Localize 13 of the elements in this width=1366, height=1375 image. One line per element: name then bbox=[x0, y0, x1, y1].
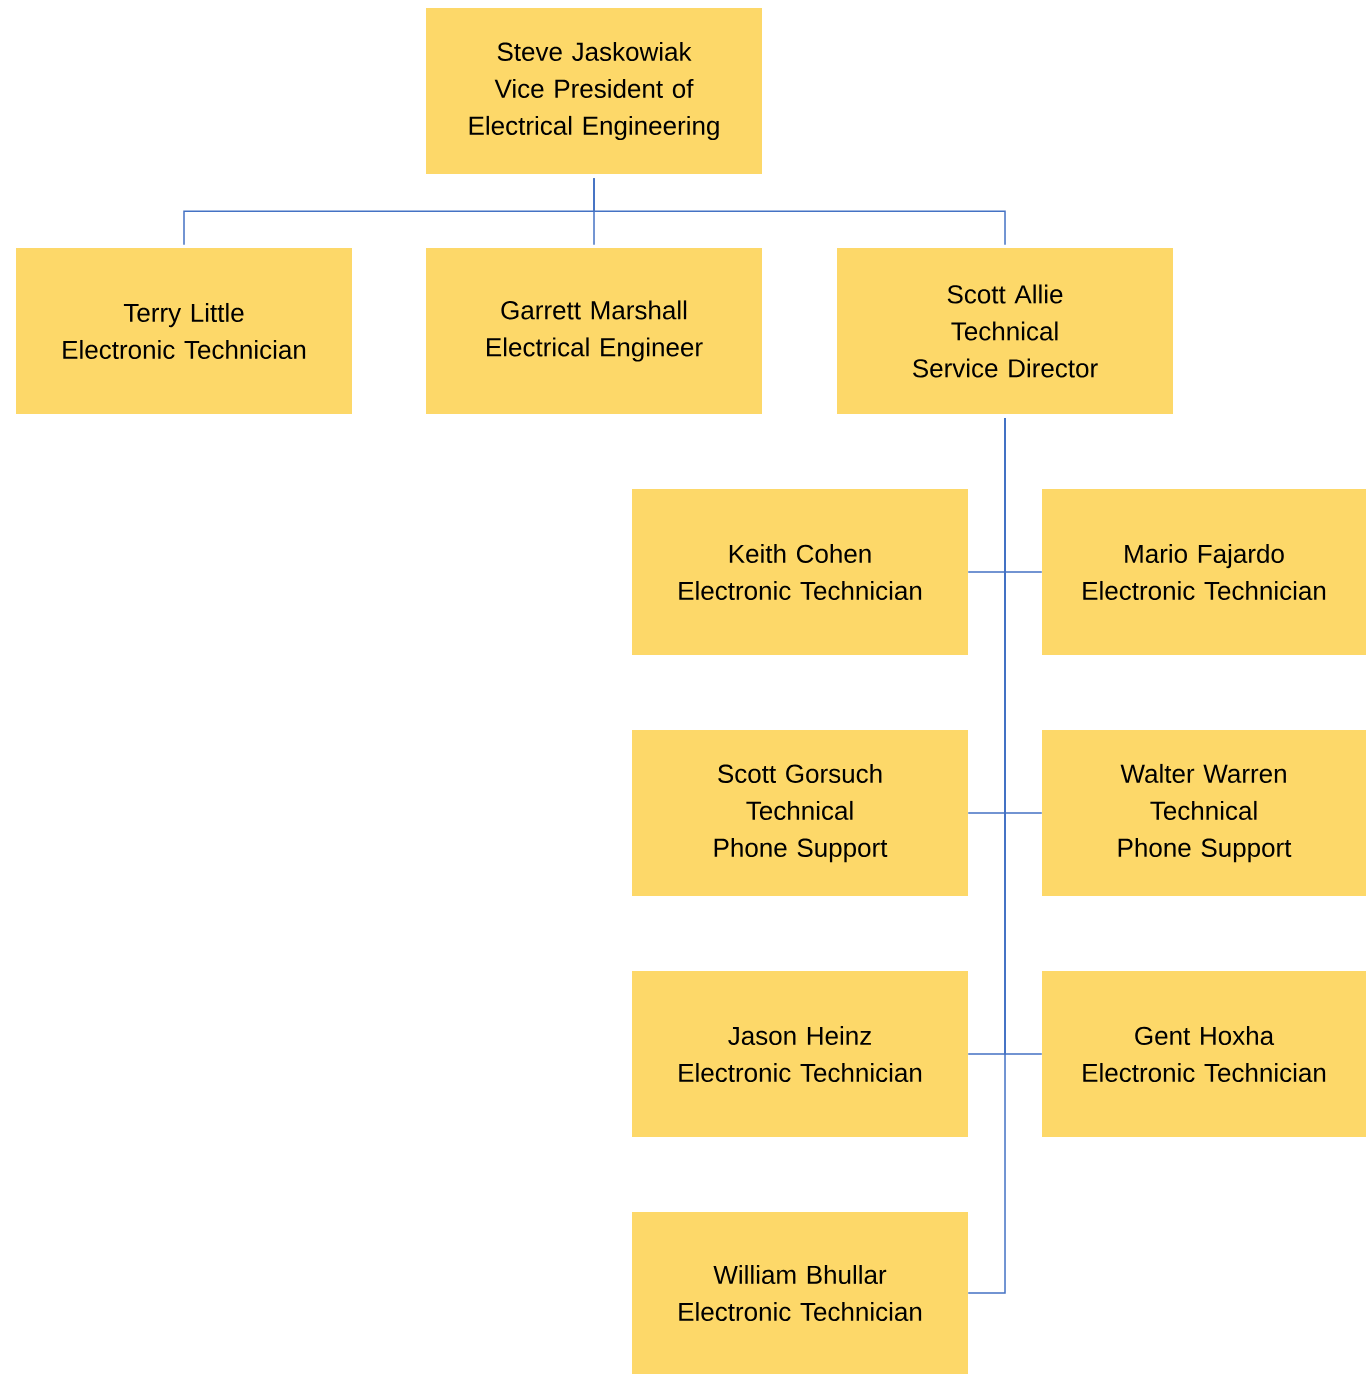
org-box: Gent Hoxha Electronic Technician bbox=[1042, 971, 1366, 1137]
org-box: Jason Heinz Electronic Technician bbox=[632, 971, 968, 1137]
org-box: Mario Fajardo Electronic Technician bbox=[1042, 489, 1366, 655]
connector-line bbox=[593, 177, 1006, 246]
org-box: Steve Jaskowiak Vice President of Electrical Engineering bbox=[426, 8, 762, 174]
connector-line bbox=[967, 417, 1006, 1294]
org-box: Terry Little Electronic Technician bbox=[16, 248, 352, 414]
org-box: Walter Warren Technical Phone Support bbox=[1042, 730, 1366, 896]
org-box: Scott Allie Technical Service Director bbox=[837, 248, 1173, 414]
org-box: William Bhullar Electronic Technician bbox=[632, 1212, 968, 1374]
org-box: Scott Gorsuch Technical Phone Support bbox=[632, 730, 968, 896]
org-box: Keith Cohen Electronic Technician bbox=[632, 489, 968, 655]
org-box: Garrett Marshall Electrical Engineer bbox=[426, 248, 762, 414]
